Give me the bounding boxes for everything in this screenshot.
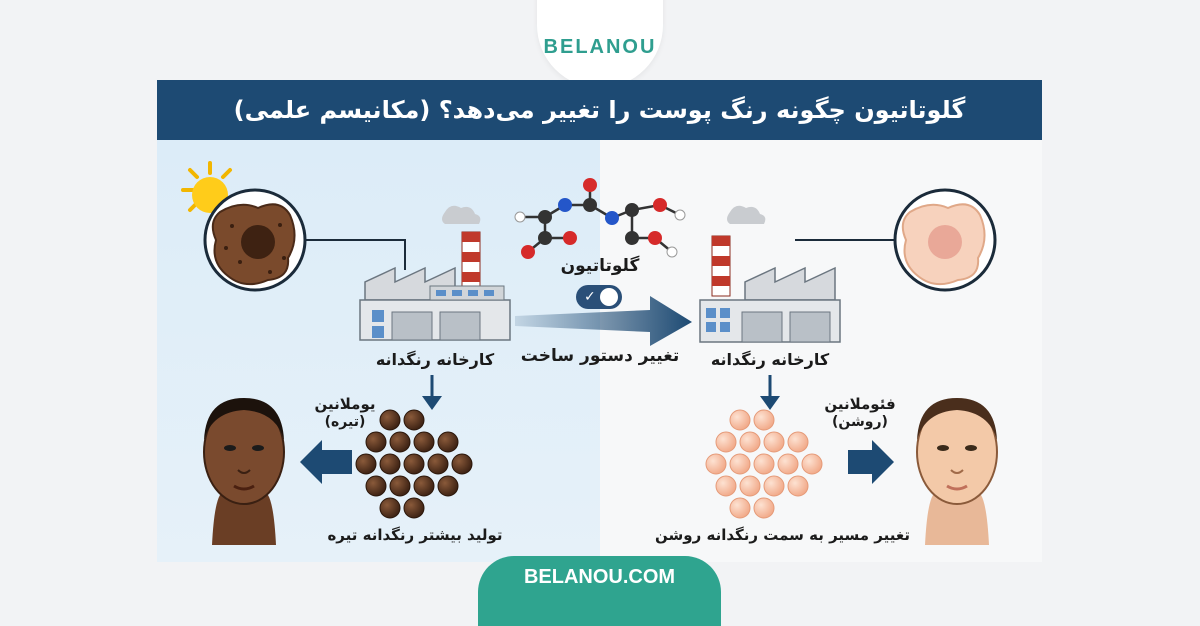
left-factory-icon <box>359 205 511 341</box>
right-factory-label: کارخانه رنگدانه <box>710 350 830 369</box>
pigment-granule <box>413 475 435 497</box>
pigment-granule <box>413 431 435 453</box>
pigment-granule <box>729 497 751 519</box>
down-arrow-icon <box>760 375 780 410</box>
pigment-granule <box>729 409 751 431</box>
molecule-label: گلوتاتیون <box>560 256 640 276</box>
pigment-granule <box>715 431 737 453</box>
pigment-granule <box>729 453 751 475</box>
pigment-granule <box>437 431 459 453</box>
pigment-granule <box>753 453 775 475</box>
pigment-granule <box>763 431 785 453</box>
right-factory-icon <box>699 205 841 343</box>
pigment-granule <box>379 453 401 475</box>
pigment-granule <box>365 475 387 497</box>
pigment-granule <box>763 475 785 497</box>
pigment-granule <box>403 497 425 519</box>
mechanism-illustration <box>181 161 998 545</box>
pigment-granule <box>753 497 775 519</box>
pigment-granule <box>389 431 411 453</box>
pigment-granule <box>389 475 411 497</box>
light-skin-face-icon <box>916 398 998 545</box>
pigment-granule <box>379 409 401 431</box>
pheomelanin-desc: (روشن) <box>832 414 888 430</box>
eumelanin-label: یوملانین <box>314 395 376 413</box>
dark-skin-face-icon <box>203 398 285 545</box>
page-title: گلوتاتیون چگونه رنگ پوست را تغییر می‌دهد… <box>233 96 966 124</box>
site-url[interactable]: BELANOU.COM <box>523 566 676 588</box>
glutathione-molecule-icon <box>514 178 686 259</box>
pigment-granule <box>739 475 761 497</box>
pheomelanin-label: فئوملانین <box>824 395 896 413</box>
pigment-granule <box>739 431 761 453</box>
pigment-granule <box>801 453 823 475</box>
pigment-granule <box>753 409 775 431</box>
left-arrow-icon <box>300 440 352 484</box>
change-arrow-icon <box>515 296 692 346</box>
title-bar <box>157 80 1042 140</box>
pigment-granule <box>715 475 737 497</box>
pigment-granule <box>365 431 387 453</box>
pigment-granule <box>379 497 401 519</box>
pigment-granule <box>427 453 449 475</box>
pigment-granule <box>403 453 425 475</box>
brand-logo: BELANOU <box>543 36 657 58</box>
pigment-granule <box>355 453 377 475</box>
eumelanin-desc: (تیره) <box>324 414 366 430</box>
light-skin-cell-icon <box>893 188 997 292</box>
dark-skin-cell-icon <box>203 188 307 292</box>
left-factory-label: کارخانه رنگدانه <box>375 350 495 369</box>
dark-pigment-cluster <box>355 409 473 519</box>
toggle-knob <box>600 288 618 306</box>
down-arrow-icon <box>422 375 442 410</box>
light-result-label: تغییر مسیر به سمت رنگدانه روشن <box>655 526 910 544</box>
pigment-granule <box>777 453 799 475</box>
change-instruction-label: تغییر دستور ساخت <box>520 346 680 366</box>
connector-line <box>305 239 406 270</box>
light-pigment-cluster <box>705 409 823 519</box>
pigment-granule <box>451 453 473 475</box>
check-icon: ✓ <box>584 289 596 305</box>
right-arrow-icon <box>848 440 894 484</box>
pigment-granule <box>787 431 809 453</box>
pigment-granule <box>403 409 425 431</box>
pigment-granule <box>437 475 459 497</box>
pigment-granule <box>787 475 809 497</box>
pigment-granule <box>705 453 727 475</box>
dark-result-label: تولید بیشتر رنگدانه تیره <box>327 526 503 544</box>
